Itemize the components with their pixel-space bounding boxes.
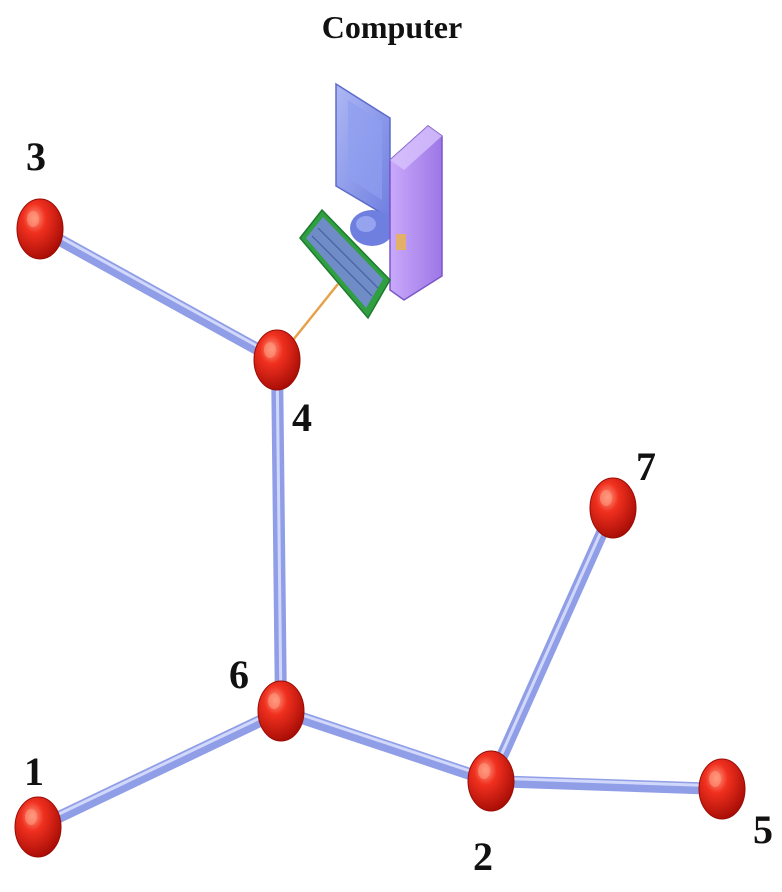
node-2: 2 xyxy=(467,750,515,879)
diagram-title: Computer xyxy=(322,9,462,45)
node-label-5: 5 xyxy=(753,807,773,852)
node-highlight xyxy=(27,211,39,227)
node-4: 4 xyxy=(253,329,312,440)
edge-4-6 xyxy=(271,354,287,717)
node-ball xyxy=(698,758,746,820)
node-6: 6 xyxy=(229,652,305,742)
edge-6-2 xyxy=(275,705,497,787)
node-label-6: 6 xyxy=(229,652,249,697)
node-ball xyxy=(257,680,305,742)
edge-3-4 xyxy=(34,223,283,366)
node-label-2: 2 xyxy=(473,834,493,879)
edge-6-1 xyxy=(32,705,287,833)
node-label-3: 3 xyxy=(26,134,46,179)
node-ball xyxy=(589,477,637,539)
node-highlight xyxy=(268,693,280,709)
node-5: 5 xyxy=(698,758,773,852)
node-7: 7 xyxy=(589,444,656,539)
node-highlight xyxy=(25,809,37,825)
node-highlight xyxy=(709,771,721,787)
edge-group xyxy=(32,223,728,833)
node-ball xyxy=(16,198,64,260)
node-3: 3 xyxy=(16,134,64,260)
node-label-4: 4 xyxy=(292,395,312,440)
node-1: 1 xyxy=(14,749,62,858)
edge-2-5 xyxy=(485,775,728,795)
node-highlight xyxy=(478,763,490,779)
desktop-computer-icon xyxy=(299,82,443,320)
node-ball xyxy=(467,750,515,812)
node-label-1: 1 xyxy=(24,749,44,794)
node-label-7: 7 xyxy=(636,444,656,489)
edge-2-7 xyxy=(485,502,619,787)
node-highlight xyxy=(264,342,276,358)
node-group: 1 2 3 4 5 6 7 xyxy=(14,134,773,879)
node-highlight xyxy=(600,490,612,506)
node-ball xyxy=(253,329,301,391)
node-ball xyxy=(14,796,62,858)
